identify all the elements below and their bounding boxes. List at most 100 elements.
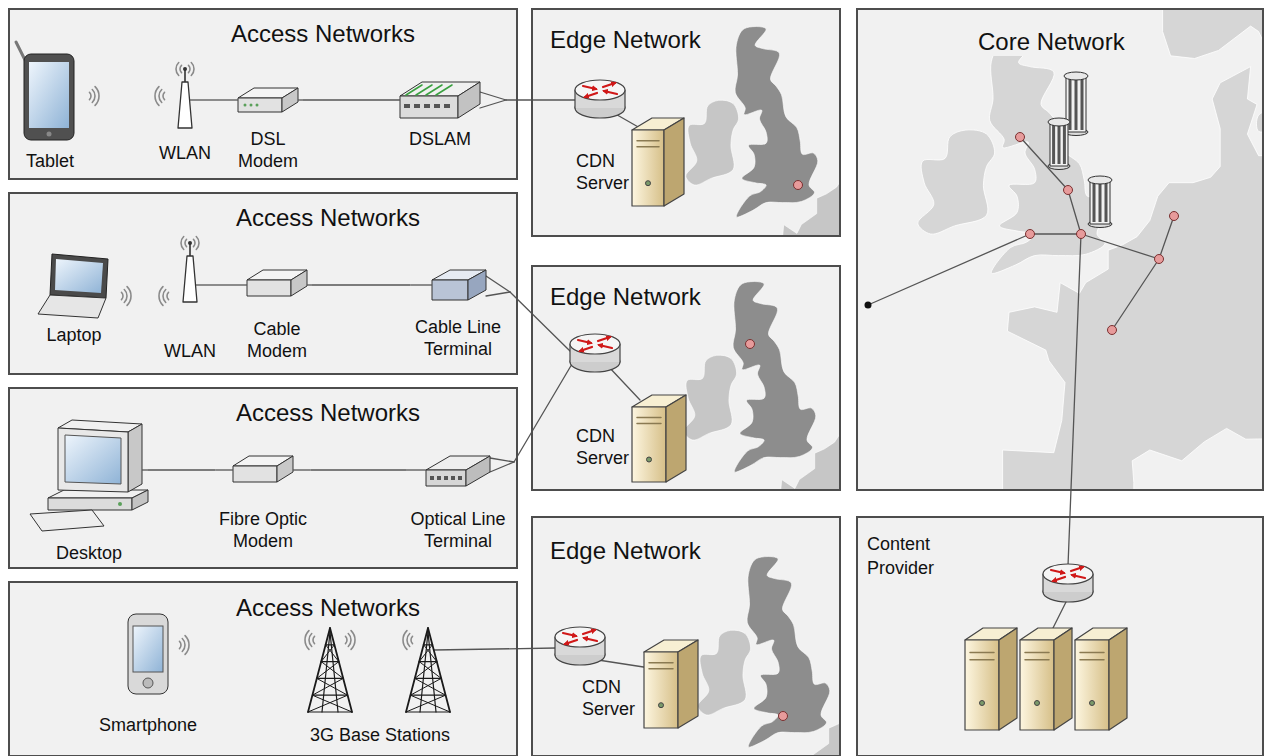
tower-bar: [317, 678, 343, 679]
tower-brace: [415, 662, 437, 679]
wireless-wave: [313, 636, 315, 643]
device-node: Fibre Optic Modem: [216, 456, 311, 552]
tower-brace: [419, 645, 432, 662]
server-light: [1035, 701, 1040, 706]
server-side: [1054, 628, 1072, 730]
device-node: Desktop: [30, 420, 148, 564]
wireless-wave: [182, 639, 185, 652]
wireless-wave: [351, 631, 355, 650]
network-link: [480, 92, 506, 100]
wireless-wave: [181, 237, 184, 250]
panel-heading: Content Provider: [864, 532, 970, 580]
tower-brace: [406, 695, 446, 712]
monitor-screen: [65, 435, 121, 484]
terminal-port: [451, 476, 455, 480]
panel-heading: Edge Network: [547, 537, 704, 565]
device-label: Smartphone: [93, 714, 203, 736]
server-slot: [970, 659, 994, 661]
tower-brace: [317, 662, 339, 679]
computer-base: [48, 490, 148, 510]
server-side: [678, 640, 698, 728]
device-node: 3G Base Stations: [300, 626, 460, 746]
panel-ground: [531, 516, 841, 756]
icons: [16, 42, 1179, 730]
city-dot: [1108, 326, 1117, 335]
server-node: CDN Server: [576, 395, 686, 469]
device-label: Fibre Optic Modem: [216, 508, 311, 552]
pillar-stripe: [1081, 78, 1084, 130]
pillar-cap: [1064, 72, 1088, 80]
pillar-stripe: [1058, 124, 1061, 164]
server-side: [999, 628, 1017, 730]
computer-light: [118, 502, 122, 506]
map: [698, 518, 839, 755]
panel-ground: [8, 192, 518, 375]
tower-bar: [410, 695, 445, 696]
tower-bar: [419, 661, 437, 662]
server-slot: [1080, 659, 1104, 661]
dslam-icon: [400, 82, 480, 118]
wireless-wave: [411, 636, 413, 643]
server-slot: [1025, 659, 1049, 661]
modem-light: [256, 104, 259, 107]
terminal-icon-front: [432, 280, 468, 300]
modem-icon-side: [282, 88, 298, 112]
wireless-wave: [124, 290, 127, 303]
laptop-screen: [55, 259, 103, 293]
wireless-wave: [193, 239, 195, 246]
device-label: Cable Line Terminal: [411, 316, 506, 360]
computer-base-front: [48, 498, 132, 510]
network-panel: Edge NetworkCDN Server: [531, 265, 841, 491]
panel-heading: Access Networks: [228, 20, 418, 48]
city-dot: [1155, 255, 1164, 264]
terminal-icon-side: [466, 456, 490, 486]
city-dot: [1170, 212, 1179, 221]
server-slot: [637, 423, 661, 425]
router-top: [575, 80, 625, 100]
router-icon: [570, 334, 620, 372]
tower-bar: [312, 695, 347, 696]
server-front: [965, 640, 999, 730]
laptop-base: [38, 295, 106, 318]
tower-brace: [419, 662, 441, 679]
wire-stub: [242, 284, 247, 285]
panel-ground: [8, 581, 518, 756]
server-icon: [632, 118, 684, 206]
phone-button: [143, 678, 153, 688]
server-icon: [1075, 628, 1127, 730]
panel-heading: Access Networks: [233, 594, 423, 622]
monitor-front: [58, 428, 128, 492]
map-land: [918, 130, 995, 234]
city-dot: [1064, 186, 1073, 195]
server-icon: [644, 640, 698, 728]
modem-icon-front: [238, 98, 282, 112]
device-label: Desktop: [51, 542, 127, 564]
wire-stub: [196, 284, 221, 285]
wireless-wave: [191, 63, 194, 76]
phone-screen: [133, 626, 163, 672]
modem-icon-front: [247, 280, 291, 296]
device-label: Optical Line Terminal: [406, 508, 510, 552]
wire-stub: [233, 99, 238, 100]
server-icon: [1020, 628, 1072, 730]
tower-brace: [308, 695, 348, 712]
city-dot: [779, 712, 788, 721]
panel-heading: Access Networks: [233, 204, 423, 232]
tower-icon: [406, 628, 450, 712]
network-link: [1112, 259, 1159, 330]
tower-icon: [308, 628, 352, 712]
panel-ground: [531, 265, 841, 491]
tower-bar: [326, 644, 335, 645]
dslam-icon-front: [400, 96, 458, 118]
pillar-stripe: [1063, 124, 1066, 164]
wireless-wave: [196, 237, 199, 250]
server-slot: [649, 662, 673, 664]
network-panel: Access NetworksDesktopFibre Optic ModemO…: [8, 387, 518, 569]
panel-ground: [8, 387, 518, 569]
router-arrow: [584, 638, 597, 641]
map-land: [1256, 109, 1262, 132]
terminal-port: [437, 476, 441, 480]
map: [686, 10, 839, 235]
map-land: [1163, 10, 1262, 129]
panel-heading: Core Network: [975, 28, 1128, 56]
